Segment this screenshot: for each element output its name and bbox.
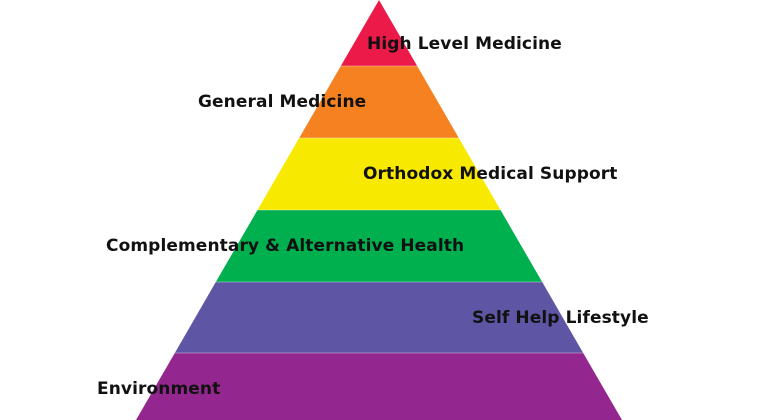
tier-label-environment: Environment <box>97 379 221 399</box>
tier-general-medicine <box>299 66 459 138</box>
tier-label-self-help-lifestyle: Self Help Lifestyle <box>472 308 649 328</box>
tier-complementary-alternative-health <box>215 210 543 282</box>
tier-label-general-medicine: General Medicine <box>198 92 367 112</box>
tier-label-complementary-alternative-health: Complementary & Alternative Health <box>106 236 465 256</box>
tier-label-orthodox-medical-support: Orthodox Medical Support <box>363 164 618 184</box>
tier-label-high-level-medicine: High Level Medicine <box>367 34 562 54</box>
tier-orthodox-medical-support <box>257 138 501 210</box>
tier-self-help-lifestyle <box>174 282 584 353</box>
tier-environment <box>136 353 622 420</box>
tier-high-level-medicine <box>340 0 418 66</box>
